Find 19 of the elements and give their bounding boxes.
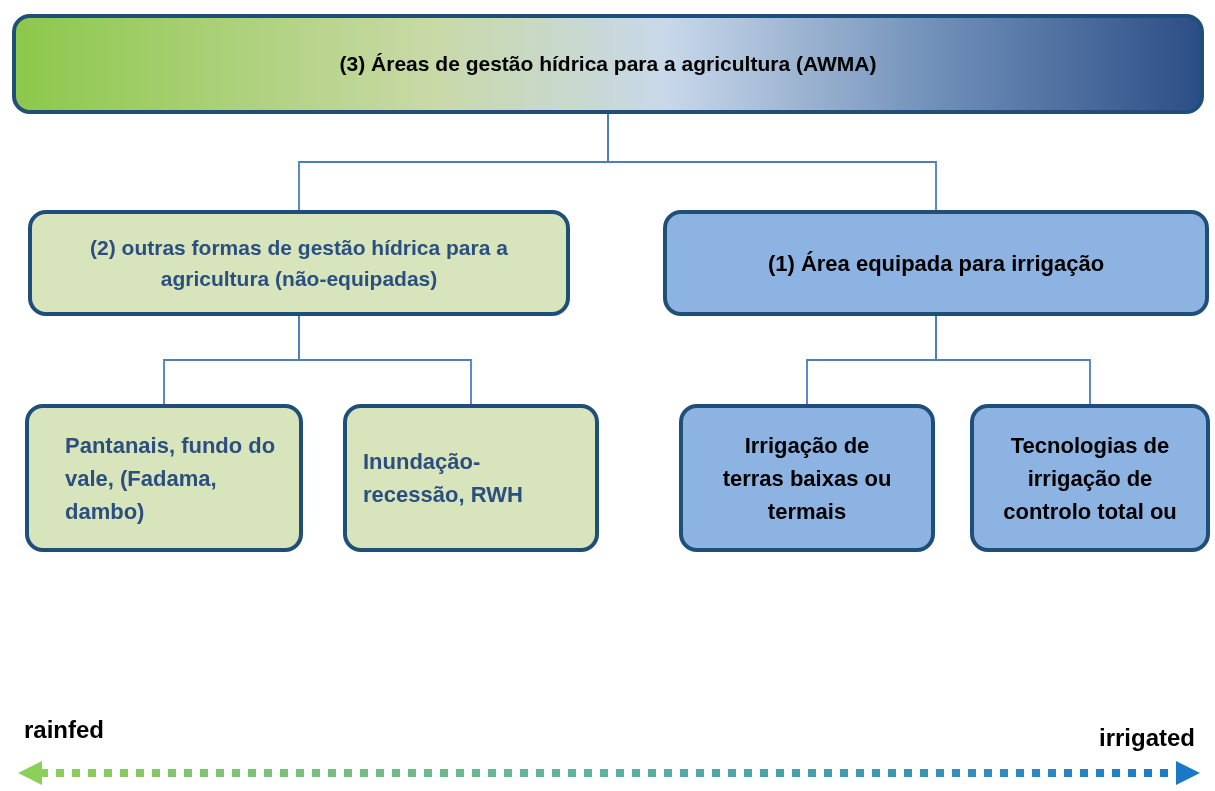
connector-line [298, 315, 472, 405]
axis-label: rainfed [24, 715, 104, 745]
axis-label: irrigated [1098, 723, 1195, 753]
box-text: (3) Áreas de gestão hídrica para a agricultura (AWMA) [338, 51, 878, 78]
box-text: Pantanais, fundo do vale, (Fadama, dambo) [64, 431, 277, 526]
rounded-box [679, 404, 935, 552]
box-text: Inundação-recessão, RWH [362, 448, 524, 509]
box-text: (2) outras formas de gestão hídrica para a agricultura (não-equipadas) [89, 234, 509, 292]
rounded-box [343, 404, 599, 552]
rounded-box [663, 210, 1209, 316]
rounded-box [12, 14, 1204, 114]
rounded-box [25, 404, 303, 552]
connector-line [607, 113, 937, 211]
box-text: (1) Área equipada para irrigação [766, 249, 1106, 278]
rounded-box [28, 210, 570, 316]
box-text: Tecnologias de irrigação de controlo total ou [1002, 431, 1178, 526]
rounded-box [970, 404, 1210, 552]
box-text: Irrigação de terras baixas ou termais [721, 431, 893, 526]
connector-line [935, 315, 1091, 405]
